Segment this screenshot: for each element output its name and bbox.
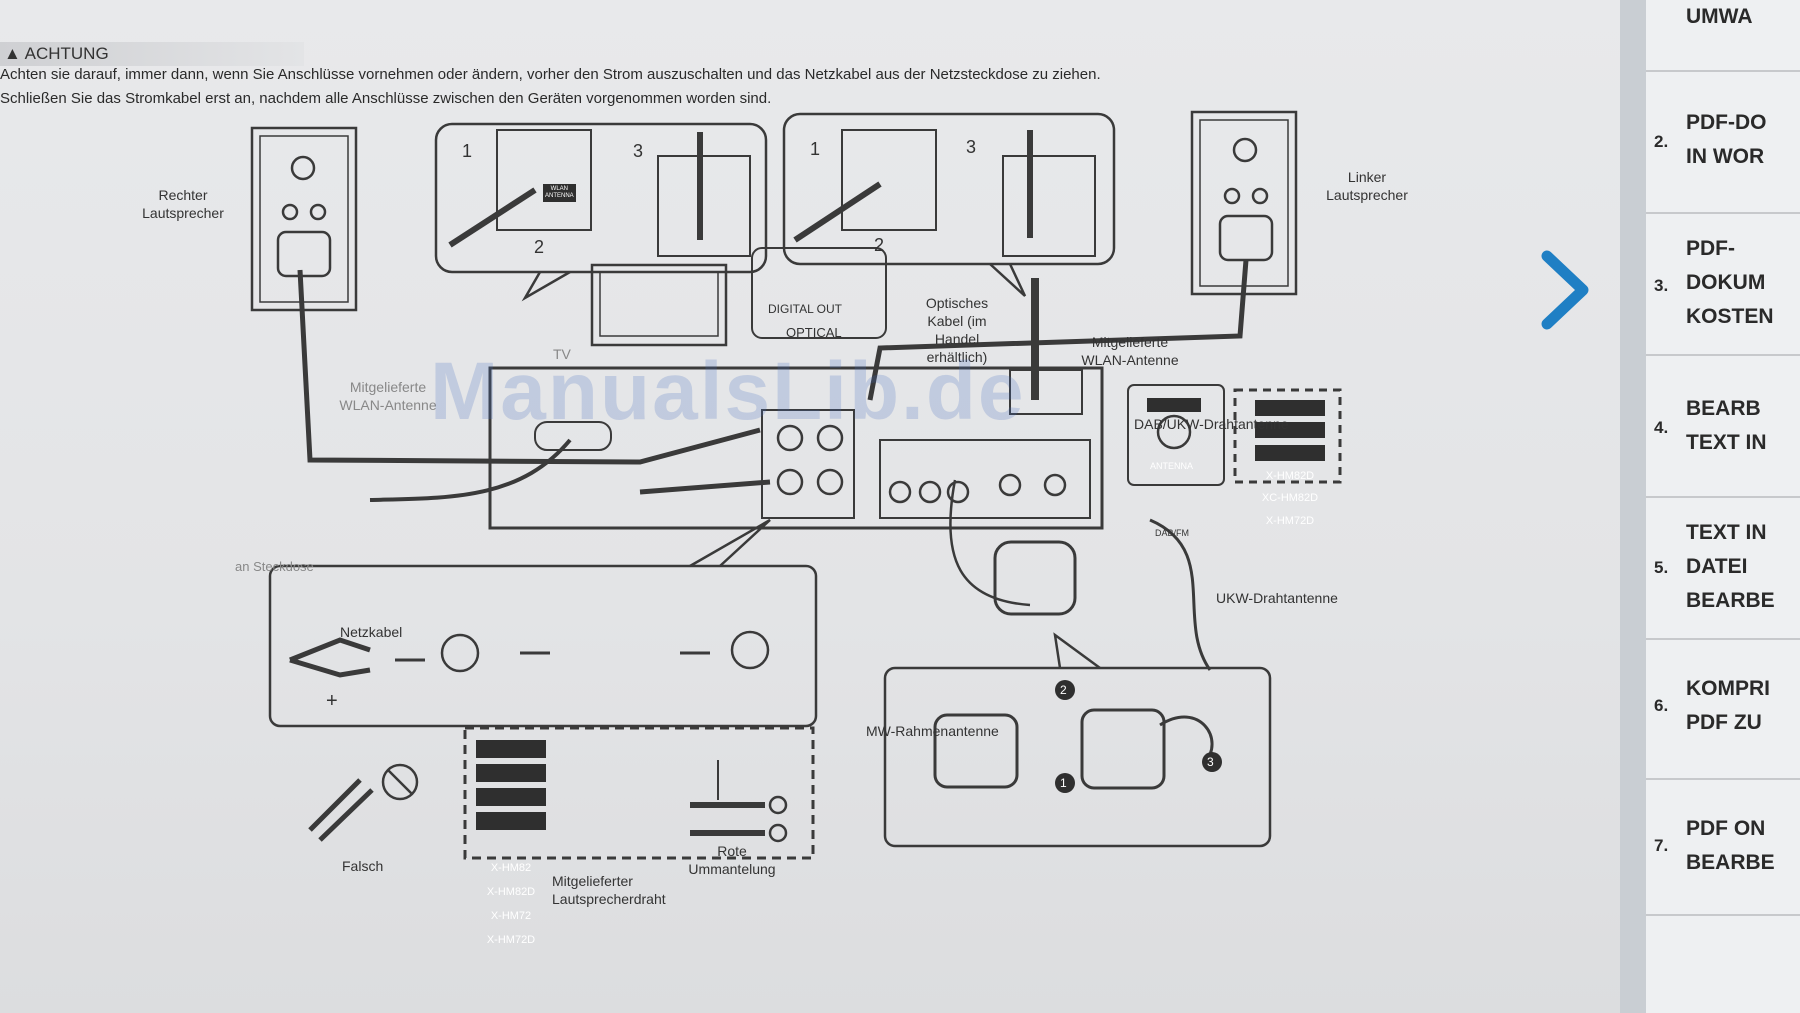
sidebar-item-label: UMWA	[1686, 5, 1753, 28]
manual-page: ▲ ACHTUNG Achten sie darauf, immer dann,…	[0, 0, 1620, 1013]
warning-line-1: Achten sie darauf, immer dann, wenn Sie …	[0, 66, 1101, 83]
ukw-antenna-label: UKW-Drahtantenne	[1216, 590, 1338, 606]
warning-title-text: ACHTUNG	[24, 44, 109, 63]
wlan-antenna-left-label: Mitgelieferte WLAN-Antenne	[339, 379, 437, 413]
step-3-label: 3	[633, 141, 644, 161]
wire-model-1: X-HM82	[490, 862, 532, 874]
speaker-wire-label: Mitgelieferter Lautsprecherdraht	[552, 873, 666, 907]
sidebar-item-2[interactable]: 2. PDF-DO IN WOR	[1646, 72, 1800, 214]
sidebar-item-number: 7.	[1654, 836, 1669, 855]
wlan-antenna-right-label: Mitgelieferte WLAN-Antenne	[1081, 334, 1179, 368]
connection-diagram	[0, 100, 1400, 1000]
dab-fm-label: DAB/FM	[1155, 528, 1190, 538]
socket-label: an Steckdose	[235, 559, 314, 574]
optical-cable-label: Optisches Kabel (im Handel erhältlich)	[925, 295, 989, 365]
wrong-label: Falsch	[342, 858, 384, 874]
model-tag-3: X-HM72D	[1265, 515, 1315, 527]
antenna-socket-label: ANTENNA	[1150, 461, 1194, 471]
red-sheath-label: Rote Ummantelung	[688, 843, 776, 877]
warning-triangle-icon: ▲	[4, 44, 25, 63]
chevron-right-icon	[1541, 250, 1589, 330]
sidebar-item-4[interactable]: 4. BEARB TEXT IN	[1646, 356, 1800, 498]
sidebar-item-label: BEARB TEXT IN	[1686, 397, 1767, 454]
sidebar-item-5[interactable]: 5. TEXT IN DATEI BEARBE	[1646, 498, 1800, 640]
sidebar-item-number: 4.	[1654, 418, 1669, 437]
model-tag-1: X-HM82D	[1265, 470, 1315, 482]
sidebar-item-6[interactable]: 6. KOMPRI PDF ZU	[1646, 640, 1800, 780]
digital-out-label: DIGITAL OUT	[768, 302, 843, 316]
model-tag-2: XC-HM82D	[1261, 492, 1319, 504]
sidebar-item-number: 6.	[1654, 696, 1669, 715]
step-1b-label: 1	[810, 139, 821, 159]
mw-step-3: 3	[1207, 755, 1214, 769]
wire-model-2: X-HM82D	[486, 886, 536, 898]
connection-diagram-drawing	[250, 110, 1342, 860]
right-speaker-label: Rechter Lautsprecher	[142, 187, 224, 221]
step-2-label: 2	[534, 237, 545, 257]
wire-model-4: X-HM72D	[486, 934, 536, 946]
plus-sign: +	[326, 690, 338, 712]
step-2b-label: 2	[874, 235, 885, 255]
sidebar-item-3[interactable]: 3. PDF- DOKUM KOSTEN	[1646, 214, 1800, 356]
sidebar-item-label: PDF ON BEARBE	[1686, 817, 1775, 874]
tv-label: TV	[553, 346, 571, 362]
next-page-button[interactable]	[1535, 250, 1595, 330]
sidebar-item-number: 3.	[1654, 276, 1669, 295]
warning-title: ▲ ACHTUNG	[0, 42, 304, 66]
power-cable-label: Netzkabel	[340, 624, 403, 640]
sidebar-item-label: PDF-DO IN WOR	[1686, 111, 1767, 168]
dab-antenna-label: DAB/UKW-Drahtantenne	[1134, 416, 1289, 432]
wire-model-3: X-HM72	[490, 910, 532, 922]
mw-antenna-label: MW-Rahmenantenne	[866, 723, 999, 739]
sidebar-item-label: TEXT IN DATEI BEARBE	[1686, 521, 1775, 612]
wlan-antenna-tag: WLAN ANTENNA	[543, 184, 576, 202]
sidebar-item-label: PDF- DOKUM KOSTEN	[1686, 237, 1774, 328]
step-1-label: 1	[462, 141, 473, 161]
warning-line-2: Schließen Sie das Stromkabel erst an, na…	[0, 90, 772, 107]
sidebar-item-7[interactable]: 7. PDF ON BEARBE	[1646, 780, 1800, 916]
mw-step-2: 2	[1060, 683, 1067, 697]
sidebar: UMWA 2. PDF-DO IN WOR 3. PDF- DOKUM KOST…	[1620, 0, 1800, 1013]
sidebar-item-number: 2.	[1654, 132, 1669, 151]
sidebar-item-label: KOMPRI PDF ZU	[1686, 677, 1770, 734]
mw-step-1: 1	[1060, 776, 1067, 790]
step-3b-label: 3	[966, 137, 977, 157]
sidebar-item-number: 5.	[1654, 558, 1669, 577]
left-speaker-label: Linker Lautsprecher	[1326, 169, 1408, 203]
optical-label: OPTICAL	[786, 325, 842, 340]
sidebar-item-1[interactable]: UMWA	[1646, 0, 1800, 72]
watermark: ManualsLib.de	[430, 346, 1026, 437]
